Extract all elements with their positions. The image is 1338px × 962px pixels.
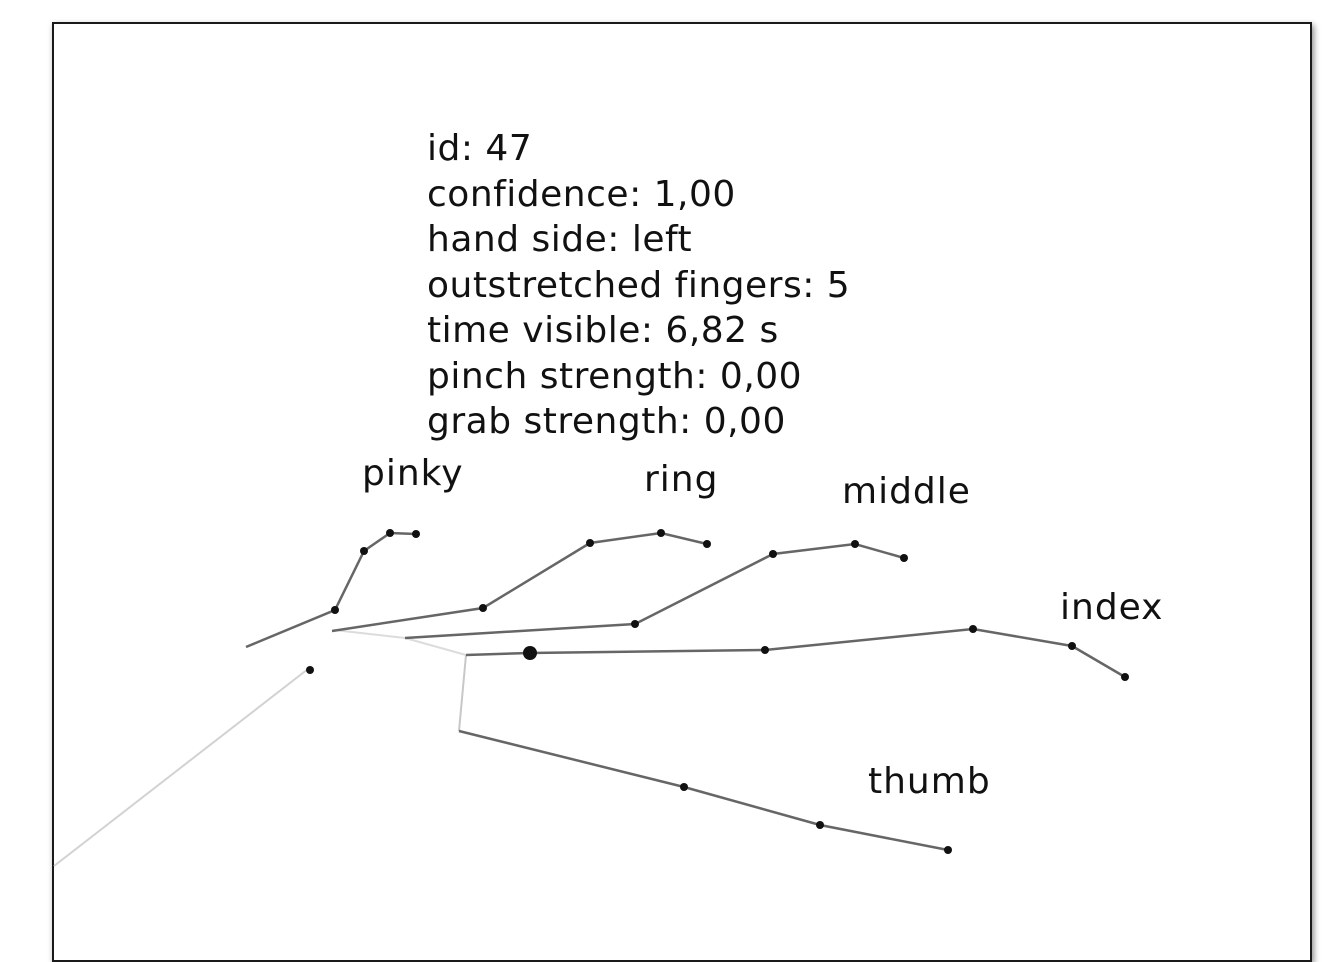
palm-edge bbox=[458, 654, 467, 732]
middle-tip bbox=[900, 554, 908, 562]
pinch-strength-text: pinch strength: 0,00 bbox=[427, 355, 803, 397]
palm-edge bbox=[333, 629, 406, 639]
palm-joint bbox=[523, 646, 537, 660]
pinky-tip bbox=[412, 530, 420, 538]
index-tip bbox=[1121, 673, 1129, 681]
index-label: index bbox=[1060, 587, 1164, 628]
visualizer-canvas bbox=[52, 22, 1312, 962]
pinky-joint bbox=[360, 547, 368, 555]
ring-label: ring bbox=[644, 459, 719, 500]
thumb-tip bbox=[944, 846, 952, 854]
confidence-text: confidence: 1,00 bbox=[427, 173, 736, 215]
ring-joint bbox=[479, 604, 487, 612]
middle-label: middle bbox=[842, 471, 971, 512]
pinky-label: pinky bbox=[362, 453, 464, 494]
middle-joint bbox=[631, 620, 639, 628]
pinky-joint bbox=[386, 529, 394, 537]
hand-side-text: hand side: left bbox=[427, 219, 693, 260]
ring-tip bbox=[703, 540, 711, 548]
thumb-joint bbox=[680, 783, 688, 791]
arm-bone bbox=[53, 668, 309, 867]
pinky-joint bbox=[331, 606, 339, 614]
pinky-bones bbox=[245, 531, 417, 649]
ring-joint bbox=[657, 529, 665, 537]
time-visible-text: time visible: 6,82 s bbox=[427, 310, 779, 351]
palm-edge bbox=[404, 637, 467, 656]
middle-joint bbox=[851, 540, 859, 548]
index-bones bbox=[465, 627, 1126, 679]
middle-bones bbox=[404, 542, 905, 640]
hand-id-text: id: 47 bbox=[427, 128, 533, 169]
index-joint bbox=[761, 646, 769, 654]
thumb-label: thumb bbox=[868, 761, 991, 802]
grab-strength-text: grab strength: 0,00 bbox=[427, 401, 786, 442]
hand-skeleton bbox=[53, 529, 1129, 867]
index-joint bbox=[1068, 642, 1076, 650]
middle-joint bbox=[769, 550, 777, 558]
wrist-joint bbox=[306, 666, 314, 674]
outstretched-fingers-text: outstretched fingers: 5 bbox=[427, 264, 851, 306]
hand-info-panel: id: 47 confidence: 1,00 hand side: left … bbox=[427, 126, 850, 445]
index-joint bbox=[969, 625, 977, 633]
ring-joint bbox=[586, 539, 594, 547]
thumb-bones bbox=[458, 729, 949, 852]
thumb-joint bbox=[816, 821, 824, 829]
